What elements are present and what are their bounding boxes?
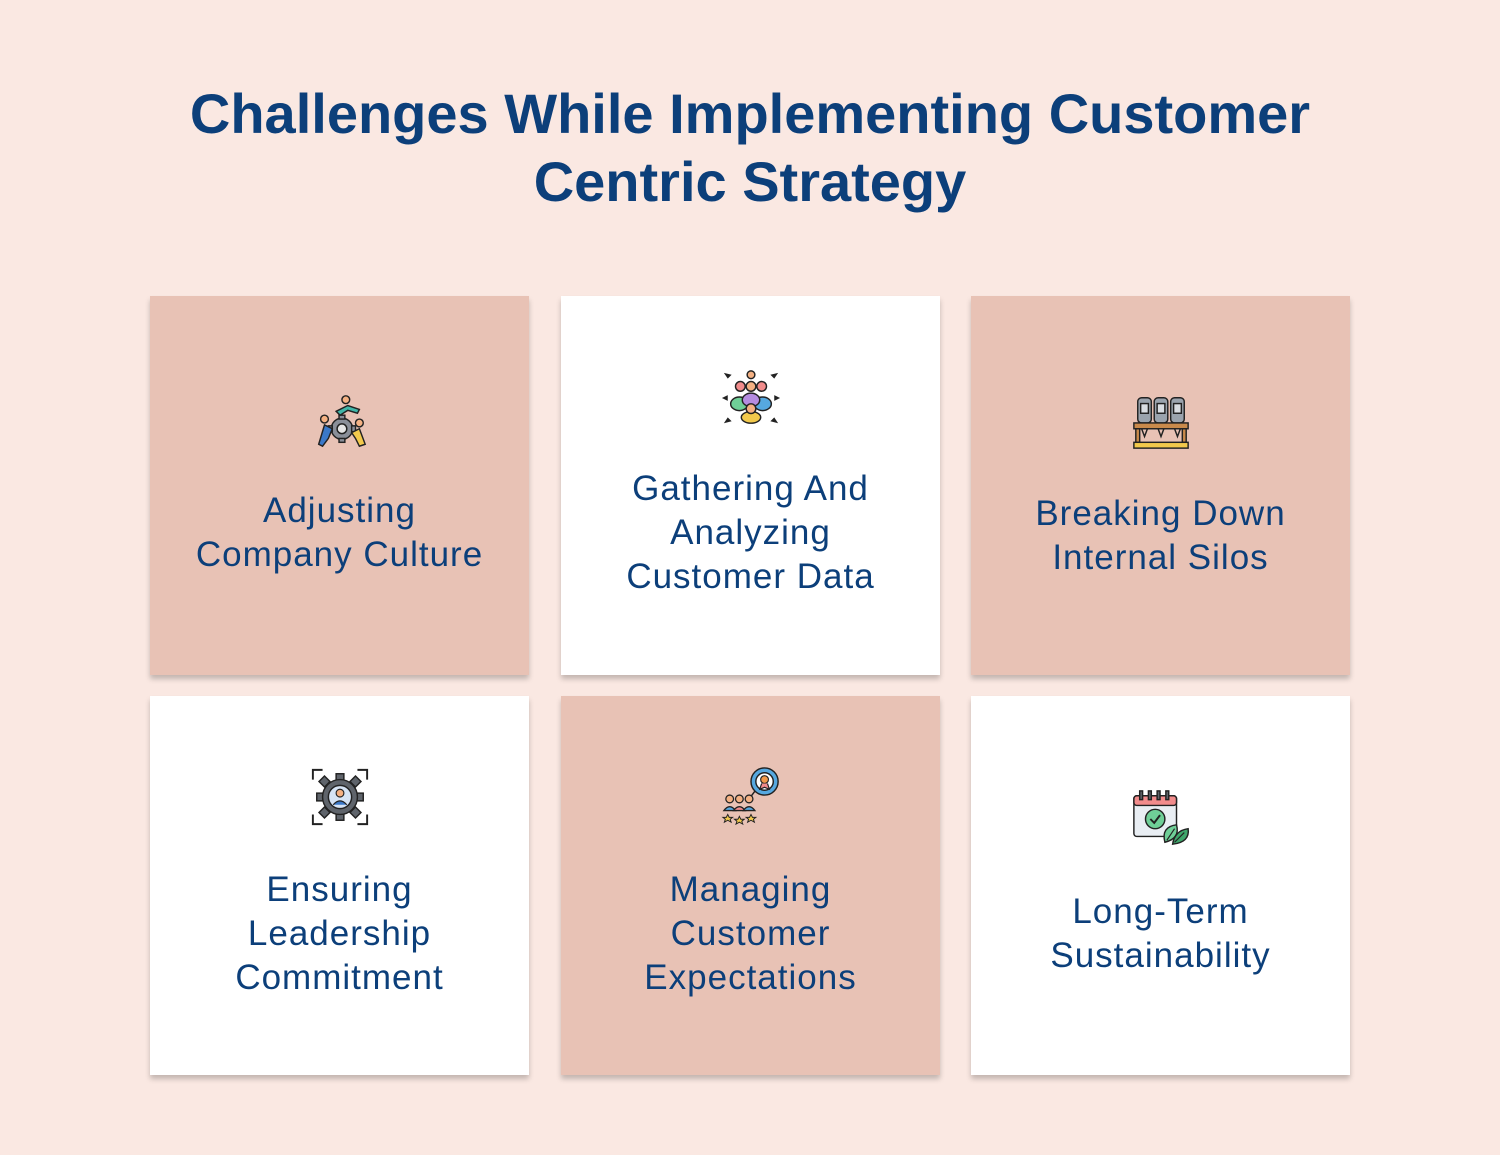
card-label-line: Long-Term xyxy=(1072,892,1249,931)
card-label-line: Ensuring xyxy=(266,870,413,909)
card-label: Breaking Down Internal Silos xyxy=(981,492,1340,580)
card-label-line: Internal Silos xyxy=(1052,538,1269,577)
card-label-line: Customer Data xyxy=(626,557,875,596)
page-title-line-2: Centric Strategy xyxy=(533,150,967,213)
page-title-line-1: Challenges While Implementing Customer xyxy=(189,82,1311,145)
card-managing-customer-expectations: Managing Customer Expectations xyxy=(561,696,940,1075)
card-label: Managing Customer Expectations xyxy=(571,868,930,1000)
calendar-leaf-check-icon xyxy=(1130,788,1192,850)
team-gear-people-icon xyxy=(309,390,371,452)
card-label-line: Analyzing xyxy=(670,513,831,552)
card-label-line: Adjusting xyxy=(263,491,416,530)
card-label-line: Breaking Down xyxy=(1035,494,1286,533)
card-label-line: Expectations xyxy=(644,958,857,997)
card-label-line: Commitment xyxy=(235,958,444,997)
card-label: Long-Term Sustainability xyxy=(981,890,1340,978)
card-label-line: Company Culture xyxy=(195,535,484,574)
card-gathering-analyzing-customer-data: Gathering And Analyzing Customer Data xyxy=(561,296,940,675)
card-label-line: Managing xyxy=(669,870,832,909)
card-label: Adjusting Company Culture xyxy=(160,489,519,577)
card-breaking-down-internal-silos: Breaking Down Internal Silos xyxy=(971,296,1350,675)
card-label-line: Leadership xyxy=(247,914,432,953)
card-label: Ensuring Leadership Commitment xyxy=(160,868,519,1000)
customers-rating-badge-icon xyxy=(720,766,782,828)
card-label-line: Customer xyxy=(670,914,831,953)
card-ensuring-leadership-commitment: Ensuring Leadership Commitment xyxy=(150,696,529,1075)
group-data-arrows-icon xyxy=(720,367,782,429)
card-label: Gathering And Analyzing Customer Data xyxy=(571,467,930,599)
card-long-term-sustainability: Long-Term Sustainability xyxy=(971,696,1350,1075)
card-adjusting-company-culture: Adjusting Company Culture xyxy=(150,296,529,675)
card-label-line: Gathering And xyxy=(632,469,869,508)
card-label-line: Sustainability xyxy=(1050,936,1271,975)
gear-person-focus-icon xyxy=(309,766,371,828)
page-title: Challenges While Implementing Customer C… xyxy=(0,80,1500,216)
silos-tanks-icon xyxy=(1130,390,1192,452)
